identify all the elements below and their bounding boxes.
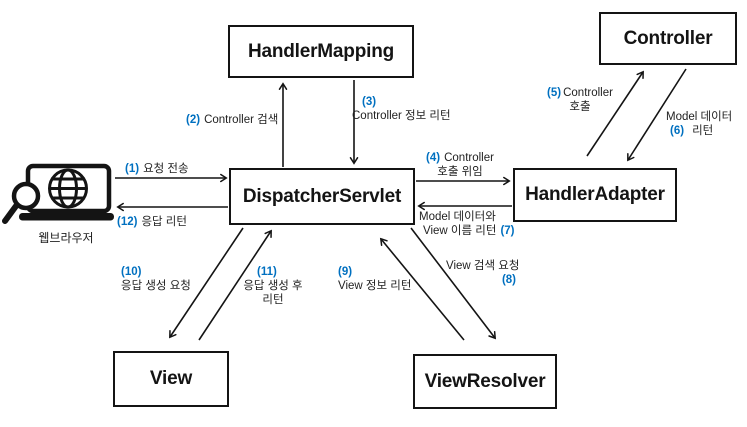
magnifier-icon <box>2 181 41 224</box>
edge-label-10: (10) 응답 생성 요청 <box>121 266 191 292</box>
edge-label-2: (2)Controller 검색 <box>186 114 279 126</box>
node-handler-adapter: HandlerAdapter <box>513 168 677 222</box>
arrow-8-view-search-request <box>410 227 497 340</box>
arrow-5-controller-call <box>586 70 644 157</box>
web-browser-label: 웹브라우저 <box>38 231 94 245</box>
node-handler-mapping: HandlerMapping <box>228 25 414 78</box>
edge-label-5: (5)Controller 호출 <box>547 87 613 113</box>
arrow-6-model-data-return <box>627 68 687 162</box>
edge-label-6: Model 데이터 (6)리턴 <box>666 111 733 137</box>
web-browser-icon <box>2 163 114 224</box>
edge-label-9: (9) View 정보 리턴 <box>338 266 412 292</box>
node-view: View <box>113 351 229 407</box>
globe-icon <box>48 168 88 209</box>
edge-label-4: (4)Controller 호출 위임 <box>426 152 494 178</box>
edge-label-7: Model 데이터와 View 이름 리턴(7) <box>419 211 515 237</box>
edge-label-3: (3) Controller 정보 리턴 <box>352 96 451 122</box>
node-view-resolver: ViewResolver <box>413 354 557 409</box>
node-controller: Controller <box>599 12 737 65</box>
edge-label-12: (12)응답 리턴 <box>117 216 187 228</box>
laptop-base <box>19 213 114 221</box>
edge-label-1: (1)요청 전송 <box>125 163 189 175</box>
node-dispatcher-servlet: DispatcherServlet <box>229 168 415 225</box>
arrow-10-response-create-request <box>169 227 244 339</box>
arrow-9-view-info-return <box>379 237 465 341</box>
edge-label-11: (11) 응답 생성 후 리턴 <box>243 266 303 306</box>
edge-label-8: View 검색 요청 (8) <box>446 260 520 286</box>
arrow-11-response-create-return <box>198 229 272 341</box>
